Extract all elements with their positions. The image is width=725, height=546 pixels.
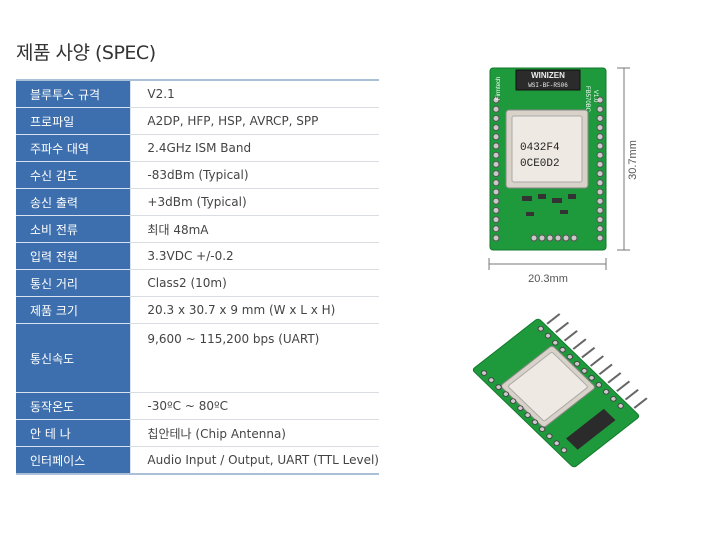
page-title: 제품 사양 (SPEC) <box>16 42 156 64</box>
spec-label: 프로파일 <box>16 107 132 135</box>
pin-pad <box>596 188 604 196</box>
spec-value: 20.3 x 30.7 x 9 mm (W x L x H) <box>130 296 379 324</box>
silk-rev-text: V1.0 <box>592 90 598 103</box>
spec-label: 통신속도 <box>16 323 132 393</box>
chip-line1-text: 0432F4 <box>520 142 560 154</box>
spec-value: 2.4GHz ISM Band <box>130 134 379 162</box>
pin-pad <box>596 142 604 150</box>
pin-pad <box>492 142 500 150</box>
spec-value: 9,600 ~ 115,200 bps (UART) <box>130 323 379 393</box>
pin-pad <box>492 133 500 141</box>
spec-label: 안 테 나 <box>16 419 132 447</box>
pin-pad <box>492 206 500 214</box>
pin-pad <box>596 225 604 233</box>
width-dimension: 20.3mm <box>528 273 568 285</box>
shield-model-text: WSI-BF-RS06 <box>528 82 568 89</box>
pin-pad <box>492 105 500 113</box>
pin-pad <box>596 114 604 122</box>
pin-pad <box>596 170 604 178</box>
table-row: 송신 출력+3dBm (Typical) <box>16 188 379 216</box>
spec-value: 3.3VDC +/-0.2 <box>130 242 379 270</box>
spec-label: 소비 전류 <box>16 215 132 243</box>
pin-pad <box>492 179 500 187</box>
spec-value: Audio Input / Output, UART (TTL Level) <box>130 446 379 475</box>
pin-pad <box>492 114 500 122</box>
spec-label: 통신 거리 <box>16 269 132 297</box>
pin-pad <box>596 197 604 205</box>
spec-label: 주파수 대역 <box>16 134 132 162</box>
pin-pad <box>492 151 500 159</box>
pin-pad <box>596 206 604 214</box>
pin-pad <box>596 179 604 187</box>
spec-value: Class2 (10m) <box>130 269 379 297</box>
spec-label: 블루투스 규격 <box>16 80 132 108</box>
pin-pad <box>492 96 500 104</box>
pin-pad <box>596 96 604 104</box>
silk-model-text: FB570BC <box>584 86 590 113</box>
spec-value: -30ºC ~ 80ºC <box>130 392 379 420</box>
spec-value: 최대 48mA <box>130 215 379 243</box>
pin-pad <box>492 197 500 205</box>
height-dimension: 30.7mm <box>627 140 639 180</box>
module-angled-view <box>472 313 648 468</box>
chip-line2-text: 0CE0D2 <box>520 158 560 170</box>
pin-pad <box>596 124 604 132</box>
pin-pad <box>492 234 500 242</box>
pin-pad <box>492 216 500 224</box>
spec-label: 인터페이스 <box>16 446 132 475</box>
pin-pad <box>596 133 604 141</box>
pin-pad <box>596 160 604 168</box>
pin-pad <box>492 225 500 233</box>
pin-pad <box>492 188 500 196</box>
spec-value: A2DP, HFP, HSP, AVRCP, SPP <box>130 107 379 135</box>
spec-label: 제품 크기 <box>16 296 132 324</box>
spec-value: +3dBm (Typical) <box>130 188 379 216</box>
spec-value: -83dBm (Typical) <box>130 161 379 189</box>
spec-label: 수신 감도 <box>16 161 132 189</box>
shield-brand-text: WINIZEN <box>531 71 565 80</box>
pin-pad <box>596 234 604 242</box>
pin-pad <box>492 160 500 168</box>
table-row: 수신 감도-83dBm (Typical) <box>16 161 379 189</box>
pin-pad <box>596 216 604 224</box>
spec-label: 동작온도 <box>16 392 132 420</box>
silk-brand-text: Firmtech <box>496 77 502 100</box>
pin-pad <box>596 105 604 113</box>
spec-value: V2.1 <box>130 80 379 108</box>
spec-label: 송신 출력 <box>16 188 132 216</box>
table-row: 동작온도-30ºC ~ 80ºC <box>16 392 379 420</box>
pin-pad <box>596 151 604 159</box>
pin-pad <box>492 124 500 132</box>
pin-pad <box>492 170 500 178</box>
spec-label: 입력 전원 <box>16 242 132 270</box>
module-top-view: WINIZEN WSI-BF-RS06 Firmtech FB570BC V1.… <box>488 67 639 285</box>
spec-value: 칩안테나 (Chip Antenna) <box>130 419 379 447</box>
